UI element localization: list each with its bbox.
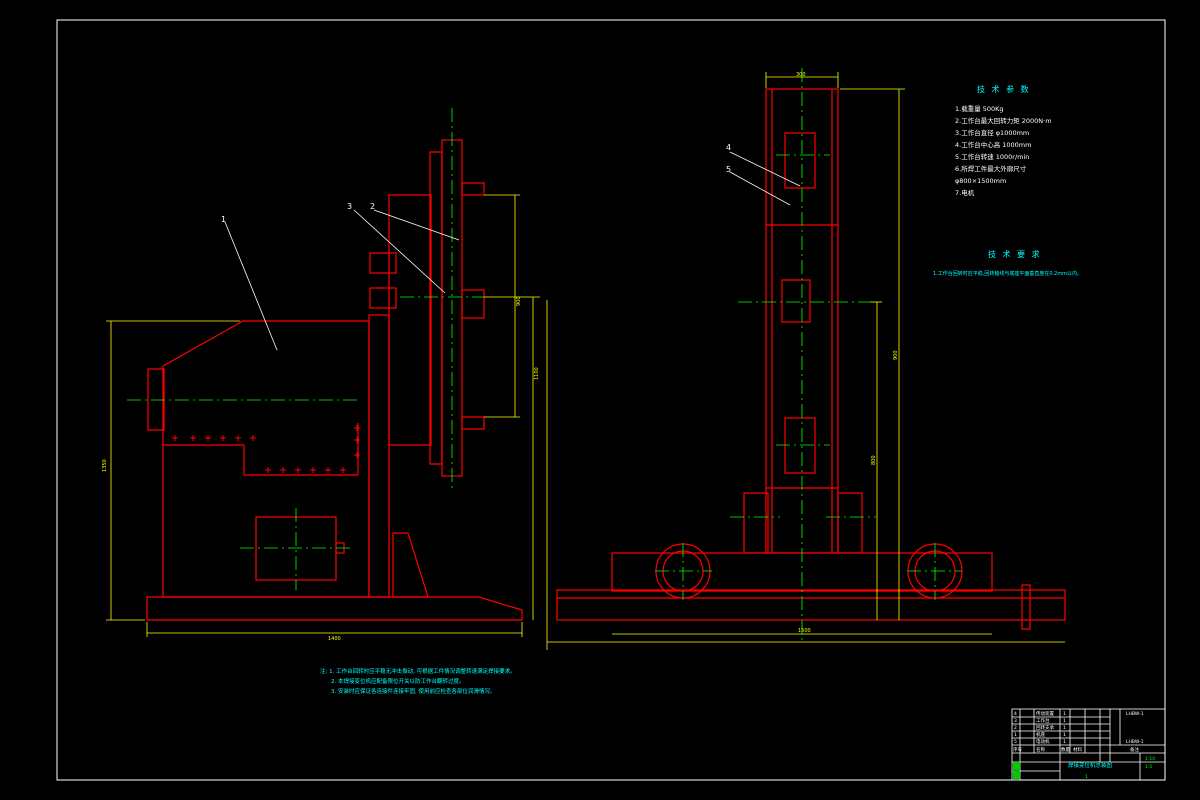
side-turntable-support — [388, 194, 432, 446]
front-base-rail — [556, 589, 1066, 621]
front-clamp — [784, 132, 816, 189]
leader-label-1: 1 — [221, 215, 226, 224]
side-housing — [162, 320, 370, 598]
tb-green-cell — [1013, 771, 1020, 779]
leader-label-3: 3 — [347, 202, 352, 211]
tb-row-num: 4 — [1014, 711, 1017, 717]
tb-row-qty: 1 — [1063, 732, 1066, 738]
tb-header: 数量 — [1061, 746, 1070, 753]
tb-header: 材料 — [1073, 746, 1082, 753]
tb-header: 名称 — [1036, 746, 1045, 753]
side-leaders — [224, 209, 460, 351]
leader-label-4: 4 — [726, 143, 731, 152]
tb-row-name: 工作台 — [1036, 717, 1050, 724]
note-line: 3. 安装时应保证各连接件连接牢固, 使用前应检查各部位润滑情况。 — [331, 687, 496, 695]
tech-param-item: 1.载重量 500Kg — [955, 104, 1004, 113]
front-clamp — [781, 279, 811, 323]
side-bearing — [369, 252, 397, 274]
front-side-support — [743, 492, 769, 554]
tech-param-item: 5.工作台转速 1000r/min — [955, 152, 1029, 161]
tb-row-num: 1 — [1014, 732, 1017, 738]
tb-header: 序号 — [1013, 746, 1022, 753]
tb-green-cell — [1013, 762, 1020, 770]
front-end-stop — [1021, 584, 1031, 630]
tb-row-name: 传动装置 — [1036, 710, 1054, 717]
tech-param-item: 3.工作台直径 φ1000mm — [955, 128, 1029, 137]
front-dim-bottom: 1500 — [798, 628, 811, 634]
side-dim-left: 1350 — [102, 459, 108, 472]
tb-row-qty: 1 — [1063, 711, 1066, 717]
side-bolts — [172, 425, 360, 473]
front-dim-top: 300 — [796, 72, 806, 78]
front-dim-right: 900 — [893, 350, 899, 360]
tb-code-mid: LHBW-1 — [1126, 739, 1144, 745]
side-view — [146, 139, 523, 621]
side-column — [368, 314, 390, 598]
tb-row-num: 3 — [1014, 718, 1017, 724]
title-block-text: 4 传动装置 1 3 工作台 1 2 回转支承 1 1 机座 1 5 电动机 1… — [1013, 710, 1155, 780]
tech-req-text: 1.工作台回转时应平稳,回转轴线与底座平面垂直度在0.2mm以内。 — [933, 270, 1082, 277]
front-dimensions — [546, 72, 1065, 650]
leader-label-2: 2 — [370, 202, 375, 211]
tech-param-item: 6.所焊工件最大外廓尺寸 — [955, 164, 1027, 173]
tb-row-qty: 1 — [1063, 725, 1066, 731]
leader-label-5: 5 — [726, 165, 731, 174]
front-dim-right-lower: 800 — [871, 455, 877, 465]
side-gusset — [392, 532, 429, 598]
side-clamp — [461, 182, 485, 196]
side-dim-inner: 900 — [516, 296, 522, 306]
note-line: 注: 1. 工作台回转时应平稳无冲击振动, 可根据工件情况调整转速满足焊接要求。 — [320, 667, 516, 675]
side-dim-bottom: 1400 — [328, 636, 341, 642]
tb-code-top: LHBW-1 — [1126, 711, 1144, 717]
side-dimensions — [106, 194, 540, 637]
tb-row-name: 机座 — [1036, 731, 1045, 738]
tb-drawing-title: 焊接变位机总装图 — [1068, 761, 1113, 769]
tb-row-num: 5 — [1014, 739, 1017, 745]
side-clamp — [461, 416, 485, 430]
tech-params-title: 技 术 参 数 — [977, 84, 1031, 94]
tb-row-name: 电动机 — [1036, 738, 1050, 745]
tech-param-item: 2.工作台最大回转力矩 2000N·m — [955, 116, 1052, 125]
tb-sheet: 1 — [1085, 774, 1088, 780]
side-clamp — [461, 289, 485, 319]
tb-row-qty: 1 — [1063, 739, 1066, 745]
side-dim-right: 1100 — [534, 367, 540, 380]
tech-param-item: 4.工作台中心高 1000mm — [955, 140, 1031, 149]
side-bearing — [369, 287, 397, 309]
tech-params-list: 1.载重量 500Kg 2.工作台最大回转力矩 2000N·m 3.工作台直径 … — [955, 104, 1052, 197]
note-line: 2. 本焊接变位机应配备限位开关以防工作台翻转过度。 — [331, 677, 465, 685]
tb-row-qty: 1 — [1063, 718, 1066, 724]
title-block — [1011, 708, 1166, 781]
front-side-support — [837, 492, 863, 554]
tech-param-item: 7.电机 — [955, 188, 975, 197]
tb-row-name: 回转支承 — [1036, 724, 1054, 731]
side-hub — [147, 368, 165, 431]
notes: 注: 1. 工作台回转时应平稳无冲击振动, 可根据工件情况调整转速满足焊接要求。… — [320, 667, 516, 695]
drawing-frame — [56, 19, 1166, 781]
tech-req-title: 技 术 要 求 — [988, 249, 1042, 259]
tech-param-item: φ800×1500mm — [955, 177, 1006, 185]
tb-header: 备注 — [1130, 746, 1139, 753]
tb-scale: 1:10 — [1145, 756, 1155, 762]
tb-page: 1:5 — [1145, 764, 1152, 770]
front-leaders — [729, 151, 801, 206]
front-clamp — [784, 417, 816, 474]
front-centerlines — [655, 68, 962, 640]
tb-row-num: 2 — [1014, 725, 1017, 731]
side-centerlines — [127, 108, 485, 590]
